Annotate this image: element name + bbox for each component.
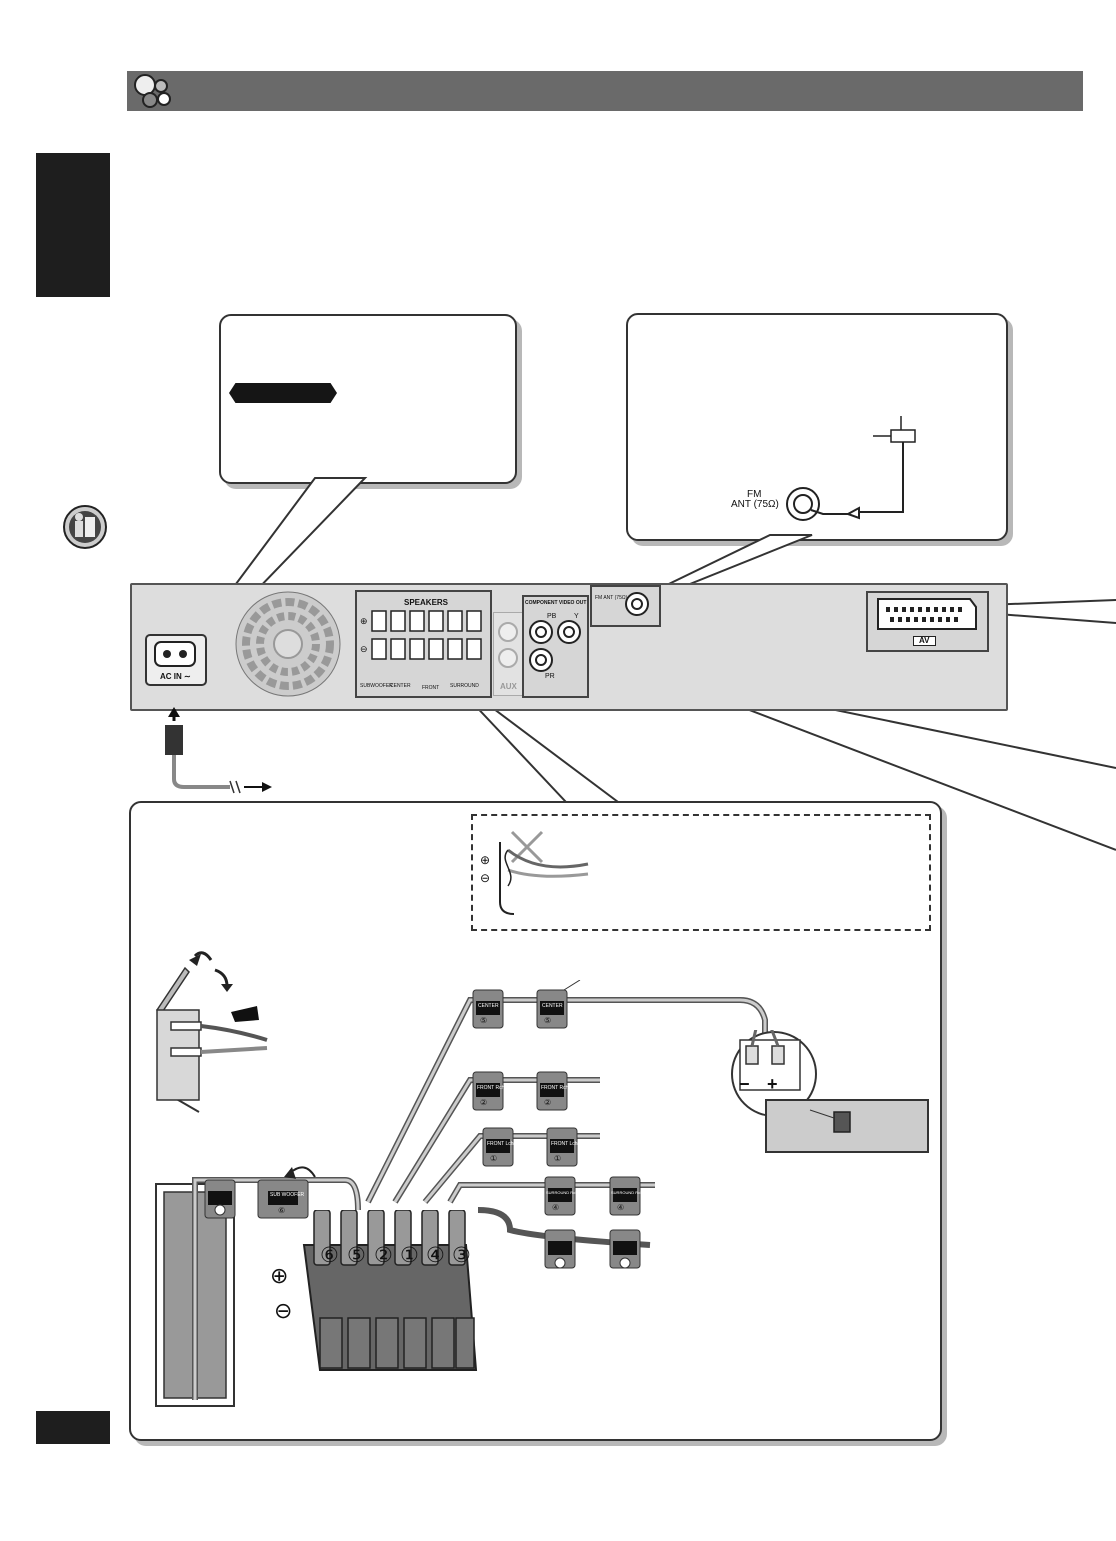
- scart-connector: [877, 598, 977, 630]
- bubbles-icon: [134, 74, 171, 108]
- fm-antenna-jack: [625, 592, 649, 616]
- fm-ant-panel-label: FM ANT (75Ω): [595, 595, 628, 601]
- speakers-label: SPEAKERS: [404, 598, 449, 607]
- panel-plus-symbol: ⊕: [360, 616, 368, 626]
- component-video-jacks: [529, 620, 581, 672]
- terminal-minus-symbol: ⊖: [274, 1298, 293, 1323]
- terminal-plus-symbol: ⊕: [270, 1263, 289, 1288]
- tag-front-rch-2-num: ②: [544, 1098, 552, 1107]
- tag-surround-rch-1: SURROUND Rch: [546, 1190, 578, 1195]
- terminal-num-2: ②: [374, 1244, 393, 1267]
- tag-center-2: CENTER: [542, 1003, 563, 1009]
- tag-sub-woofer: SUB WOOFER: [270, 1192, 305, 1198]
- speaker-cable-routing: [192, 980, 768, 1400]
- subwoofer-label: SUBWOOFER: [360, 683, 393, 689]
- tag-front-rch-1: FRONT Rch: [477, 1085, 505, 1091]
- ac-inlet: [145, 634, 207, 686]
- svg-text:⊖: ⊖: [480, 871, 490, 885]
- terminal-num-3: ③: [452, 1244, 471, 1267]
- pr-label: PR: [545, 673, 555, 680]
- tag-surround-rch-2-num: ④: [617, 1203, 625, 1212]
- polarity-minus: −: [739, 1074, 750, 1094]
- page-number-tab: [36, 1411, 110, 1444]
- component-video-block: [522, 595, 589, 698]
- panel-minus-symbol: ⊖: [360, 644, 368, 654]
- tag-front-lch-1: FRONT Lch: [487, 1141, 514, 1147]
- tag-center-1: CENTER: [478, 1003, 499, 1009]
- tag-center-1-num: ⑤: [480, 1016, 488, 1025]
- terminal-num-1: ①: [400, 1244, 419, 1267]
- center-label: CENTER: [390, 683, 411, 689]
- front-label: FRONT: [422, 685, 440, 691]
- tag-front-rch-1-num: ②: [480, 1098, 488, 1107]
- tag-surround-rch-2: SURROUND Rch: [611, 1190, 643, 1195]
- fm-antenna-drawing: [786, 416, 916, 521]
- terminal-num-5: ⑤: [347, 1244, 366, 1267]
- tips-icon: [63, 505, 107, 549]
- tag-center-2-num: ⑤: [544, 1016, 552, 1025]
- tag-front-lch-1-num: ①: [490, 1154, 498, 1163]
- terminal-num-4: ④: [426, 1244, 445, 1267]
- tag-surround-rch-1-num: ④: [552, 1203, 560, 1212]
- power-cord: [165, 707, 272, 794]
- fan-grille: [235, 591, 341, 697]
- tag-front-rch-2: FRONT Rch: [541, 1085, 569, 1091]
- y-label: Y: [574, 613, 579, 620]
- wrong-connection-box: [471, 814, 931, 931]
- polarity-plus: +: [767, 1074, 778, 1094]
- terminal-usage-drawing: [156, 951, 268, 1113]
- aux-jacks: [498, 622, 518, 668]
- fm-label-line1: FM: [747, 489, 762, 500]
- pb-label: PB: [547, 613, 557, 620]
- component-video-out-label: COMPONENT VIDEO OUT: [525, 600, 587, 606]
- ac-in-label: AC IN ∼: [160, 672, 191, 681]
- tag-front-lch-2-num: ①: [554, 1154, 562, 1163]
- terminal-num-6: ⑥: [320, 1244, 339, 1267]
- aux-label: AUX: [500, 682, 517, 691]
- speaker-terminal-clips: [371, 610, 482, 660]
- center-speaker-closeup: [731, 1030, 929, 1153]
- caution-pill-label: [229, 383, 337, 403]
- section-header-bar: [127, 71, 1083, 111]
- svg-text:⊕: ⊕: [480, 853, 490, 867]
- tag-sub-woofer-num: ⑥: [278, 1206, 286, 1215]
- tag-front-lch-2: FRONT Lch: [551, 1141, 578, 1147]
- wrong-connection-drawing: ⊕ ⊖: [480, 830, 589, 915]
- surround-label: SURROUND: [450, 683, 479, 689]
- language-side-tab: [36, 153, 110, 297]
- fm-label-line2: ANT (75Ω): [731, 499, 779, 510]
- cable-tags: [204, 989, 641, 1269]
- terminal-block-closeup: [302, 1210, 478, 1371]
- av-label: AV: [913, 636, 936, 646]
